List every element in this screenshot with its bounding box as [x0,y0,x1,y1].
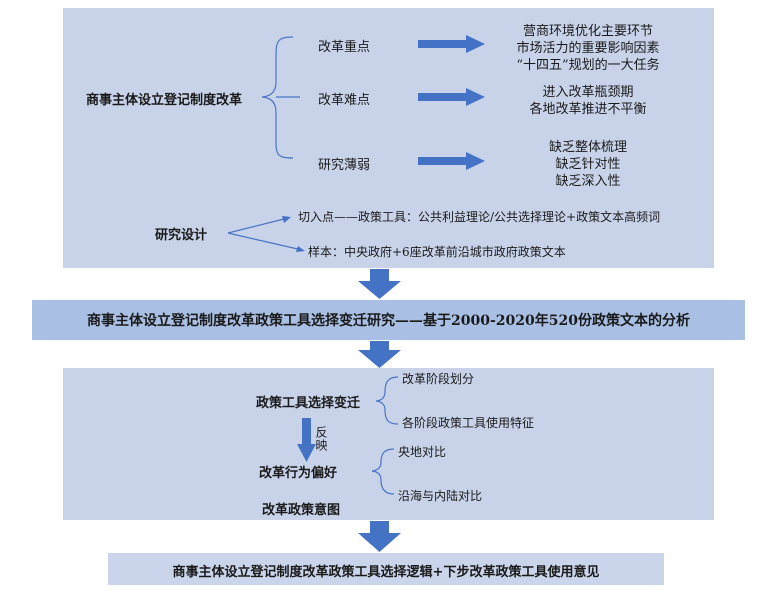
design-arrowhead-2 [296,246,305,252]
design-item-sample: 样本：中央政府+6座改革前沿城市政府政策文本 [308,245,566,259]
down-arrow-2 [358,341,401,368]
intent-label: 改革政策意图 [262,503,341,518]
focus-note-3: “十四五”规划的一大任务 [516,58,660,73]
branch-label-difficulty: 改革难点 [318,93,371,108]
title-band [32,300,745,340]
reflect-arrow [297,418,316,462]
behavior-label: 改革行为偏好 [259,466,338,481]
top-panel [63,8,714,268]
change-item-stages: 改革阶段划分 [402,372,475,386]
conclusion-text: 商事主体设立登记制度改革政策工具选择逻辑+下步改革政策工具使用意见 [172,565,600,580]
behavior-item-coastal-inland: 沿海与内陆对比 [398,489,483,503]
weak-note-3: 缺乏深入性 [555,174,621,189]
main-label: 商事主体设立登记制度改革 [86,93,243,108]
design-arrowhead-1 [282,216,291,223]
research-title: 商事主体设立登记制度改革政策工具选择变迁研究——基于2000-2020年520份… [87,313,690,329]
change-item-features: 各阶段政策工具使用特征 [402,416,535,430]
design-item-entry: 切入点——政策工具：公共利益理论/公共选择理论+政策文本高频词 [298,210,661,224]
branch-label-focus: 改革重点 [318,40,371,55]
difficulty-note-1: 进入改革瓶颈期 [542,85,634,100]
change-label: 政策工具选择变迁 [256,396,361,411]
branch-label-weak: 研究薄弱 [318,158,371,173]
arrow-focus [418,35,485,53]
design-line-2 [227,232,303,251]
arrow-difficulty [418,88,485,106]
bottom-band [108,553,664,585]
change-bracket [375,376,399,425]
focus-note-2: 市场活力的重要影响因素 [516,41,660,56]
weak-note-1: 缺乏整体梳理 [548,140,627,155]
focus-note-1: 营商环境优化主要环节 [522,24,653,39]
down-arrow-3 [358,521,401,552]
arrow-weak [418,152,485,170]
weak-note-2: 缺乏针对性 [555,157,621,172]
behavior-bracket [371,448,395,495]
design-label: 研究设计 [155,228,208,243]
behavior-item-central-local: 央地对比 [398,445,447,459]
top-bracket [261,36,294,159]
reflect-label: 反映 [314,426,328,452]
difficulty-note-2: 各地改革推进不平衡 [529,102,647,117]
down-arrow-1 [358,269,401,299]
design-line-1 [227,217,289,234]
middle-panel [63,368,714,520]
